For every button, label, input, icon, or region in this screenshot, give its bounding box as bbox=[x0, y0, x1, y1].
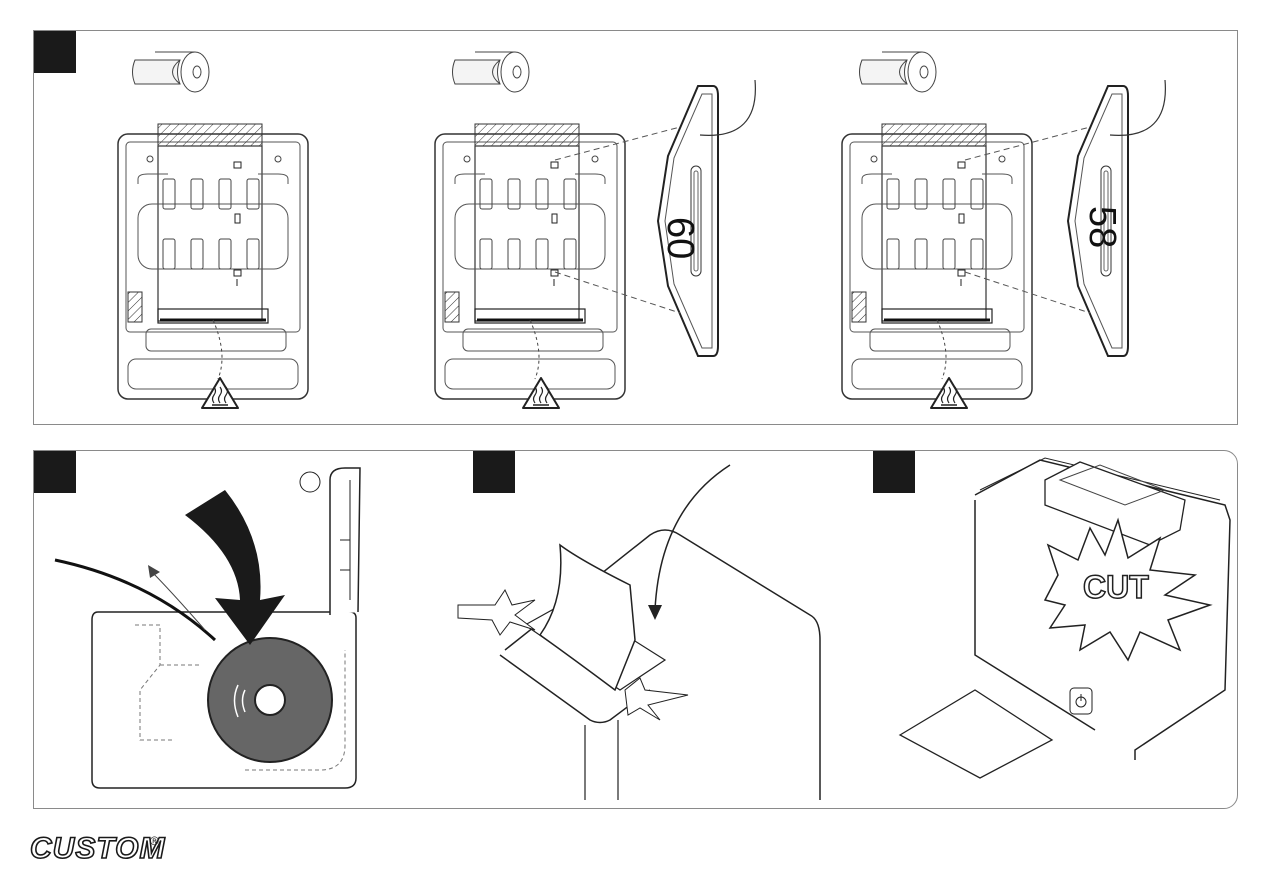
heat-warning-icon bbox=[202, 378, 238, 408]
custom-logo: CUSTOM bbox=[30, 832, 165, 866]
paper-width-58: 58 bbox=[1081, 206, 1123, 248]
cut-label: CUT bbox=[1083, 569, 1149, 605]
paper-width-60: 60 bbox=[659, 217, 701, 259]
registered-mark: ® bbox=[150, 834, 159, 848]
